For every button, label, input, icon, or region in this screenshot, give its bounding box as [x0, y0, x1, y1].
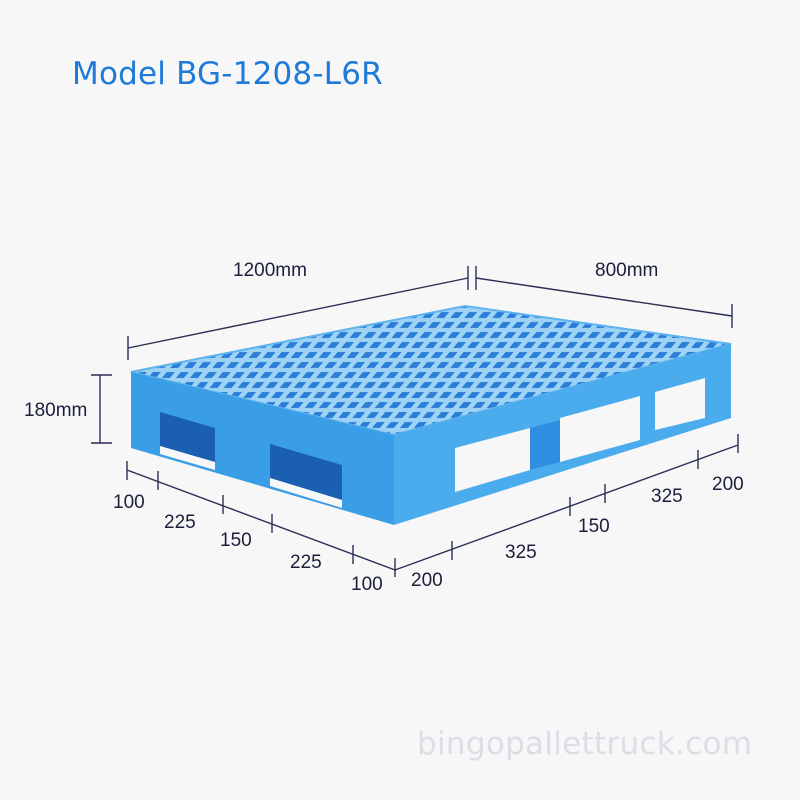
front-segment-5: 100 [351, 574, 383, 595]
front-segment-4: 225 [290, 552, 322, 573]
pallet-front-face [131, 372, 394, 525]
front-segment-1: 100 [113, 492, 145, 513]
side-segment-2: 325 [505, 542, 537, 563]
height-label: 180mm [24, 400, 88, 421]
front-segment-2: 225 [164, 512, 196, 533]
width-label: 800mm [595, 260, 659, 281]
model-title: Model BG-1208-L6R [72, 56, 383, 92]
length-label: 1200mm [233, 260, 307, 281]
side-segment-5: 200 [712, 474, 744, 495]
side-segment-4: 325 [651, 486, 683, 507]
front-segment-3: 150 [220, 530, 252, 551]
side-segment-3: 150 [578, 516, 610, 537]
dimension-lines [91, 266, 739, 577]
side-segment-1: 200 [411, 570, 443, 591]
pallet-side-face [394, 344, 731, 525]
watermark: bingopallettruck.com [417, 726, 753, 762]
